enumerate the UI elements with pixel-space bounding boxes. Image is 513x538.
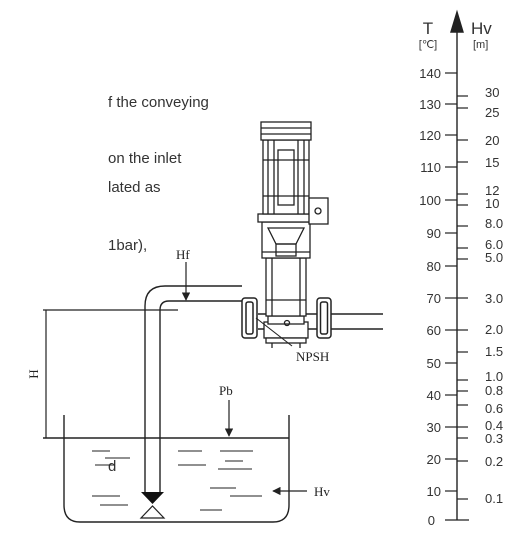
hv-scale: 30 25 20 15 12 10 8.0 6.0 5.0 3.0 2.0 1.… <box>457 85 503 506</box>
t-tick-60: 60 <box>427 323 441 338</box>
t-tick-120: 120 <box>419 128 441 143</box>
tank <box>63 415 290 523</box>
hv-diagram-label: Hv <box>314 484 330 499</box>
t-tick-10: 10 <box>427 484 441 499</box>
hv-tick-15: 15 <box>485 155 499 170</box>
t-scale: 140 130 120 110 100 90 80 70 60 50 40 30… <box>419 66 469 528</box>
t-tick-20: 20 <box>427 452 441 467</box>
text-fragment-conveying: f the conveying <box>108 94 209 111</box>
text-fragment-bar: 1bar), <box>108 237 148 254</box>
text-fragment-inlet: on the inlet <box>108 150 182 167</box>
hv-tick-0-1: 0.1 <box>485 491 503 506</box>
hv-tick-0-8: 0.8 <box>485 383 503 398</box>
hv-tick-2: 2.0 <box>485 322 503 337</box>
hv-tick-1: 1.0 <box>485 369 503 384</box>
npsh-leader <box>255 317 293 347</box>
hv-tick-3: 3.0 <box>485 291 503 306</box>
t-tick-100: 100 <box>419 193 441 208</box>
text-fragment-calculated: lated as <box>108 179 161 196</box>
foot-valve <box>139 492 166 519</box>
hv-tick-8: 8.0 <box>485 216 503 231</box>
t-tick-40: 40 <box>427 388 441 403</box>
scale-axis <box>450 9 464 520</box>
hv-tick-12: 12 <box>485 183 499 198</box>
t-tick-30: 30 <box>427 420 441 435</box>
h-label: H <box>26 369 41 378</box>
hv-tick-0-3: 0.3 <box>485 431 503 446</box>
water-ripples <box>92 450 262 511</box>
hv-tick-0-4: 0.4 <box>485 418 503 433</box>
hv-tick-0-6: 0.6 <box>485 401 503 416</box>
hv-tick-20: 20 <box>485 133 499 148</box>
hv-tick-1-5: 1.5 <box>485 344 503 359</box>
hv-tick-5: 5.0 <box>485 250 503 265</box>
t-tick-0: 0 <box>428 513 435 528</box>
hf-label: Hf <box>176 247 190 262</box>
t-tick-140: 140 <box>419 66 441 81</box>
hv-tick-6: 6.0 <box>485 237 503 252</box>
npsh-label: NPSH <box>296 349 329 364</box>
hv-title: Hv <box>471 19 492 38</box>
t-tick-50: 50 <box>427 356 441 371</box>
pb-label: Pb <box>219 383 233 398</box>
t-tick-70: 70 <box>427 291 441 306</box>
t-tick-110: 110 <box>420 160 441 175</box>
hv-tick-25: 25 <box>485 105 499 120</box>
hv-tick-10: 10 <box>485 196 499 211</box>
flanges <box>241 297 332 339</box>
h-dimension <box>43 309 178 438</box>
t-tick-90: 90 <box>427 226 441 241</box>
hv-unit: [m] <box>473 39 488 51</box>
t-title: T <box>423 19 433 38</box>
t-tick-80: 80 <box>427 259 441 274</box>
t-unit: [℃] <box>419 39 437 51</box>
hv-tick-30: 30 <box>485 85 499 100</box>
hv-tick-0-2: 0.2 <box>485 454 503 469</box>
t-tick-130: 130 <box>419 97 441 112</box>
pump <box>257 121 329 348</box>
text-fragment-d: d <box>108 458 117 475</box>
